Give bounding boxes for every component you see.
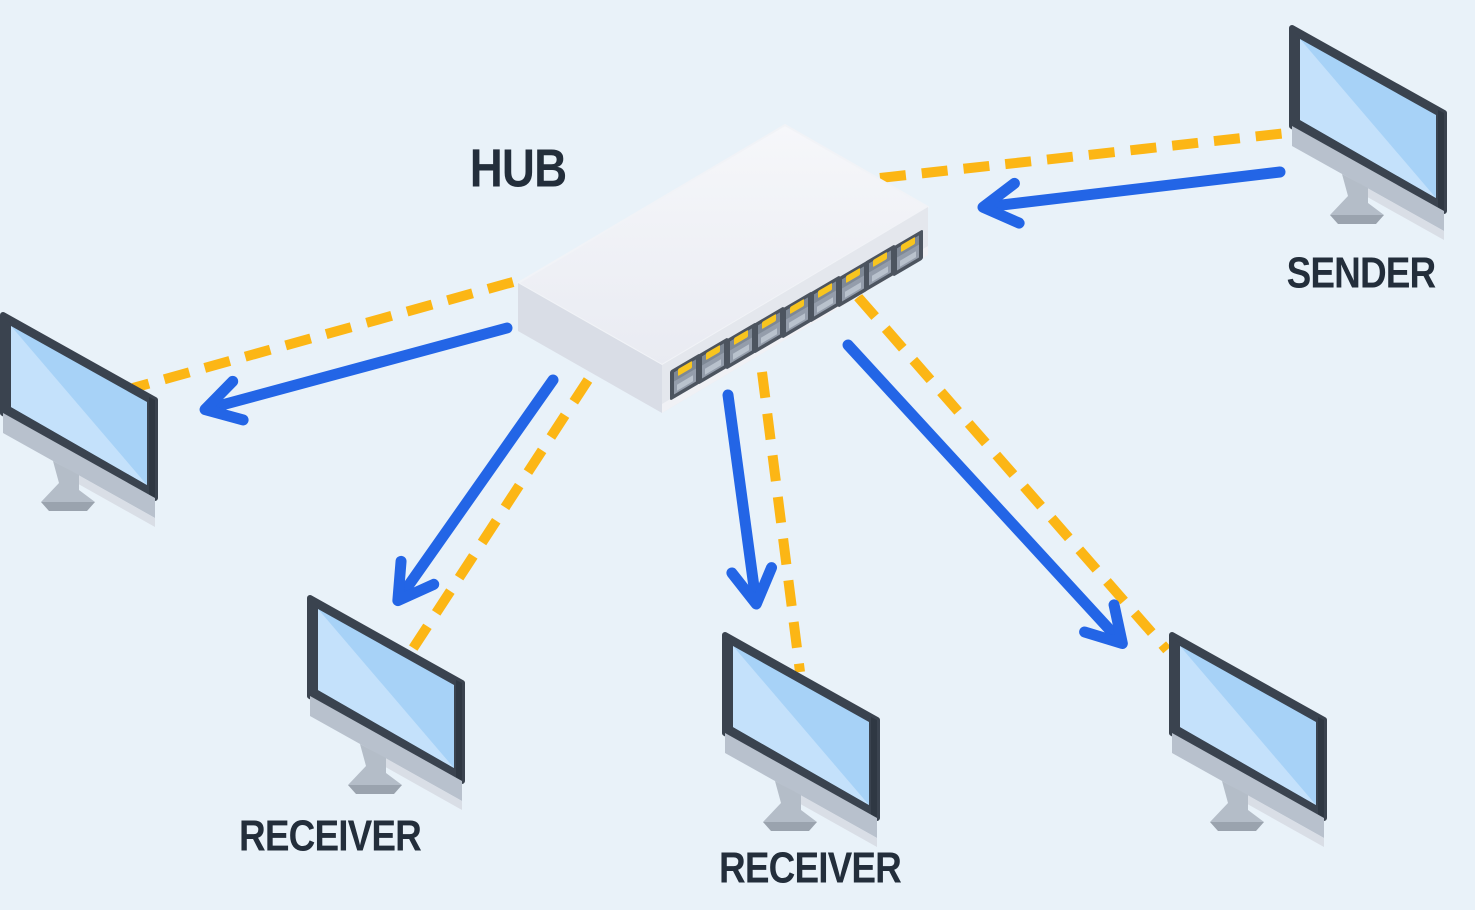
arrow-sender-to-hub: [977, 166, 1286, 229]
cables-dashed: [131, 128, 1288, 673]
monitor-receiver-bottom-left: [310, 598, 462, 810]
cable-hub-bottom-right: [854, 293, 1171, 654]
hub-device: [517, 124, 929, 413]
flow-arrows: [199, 166, 1286, 649]
sender-label: SENDER: [1286, 248, 1437, 297]
receiver-bottom-center-label: RECEIVER: [719, 843, 902, 892]
arrow-hub-to-bottom-right: [842, 339, 1128, 649]
arrow-hub-to-receiver-bottom-left: [392, 374, 559, 607]
hub-left-face: [518, 283, 662, 413]
receiver-bottom-left-label: RECEIVER: [239, 811, 422, 860]
hub-label: HUB: [469, 138, 567, 200]
monitor-bottom-right: [1172, 635, 1324, 847]
arrow-hub-to-left: [199, 322, 513, 426]
cable-hub-sender: [879, 128, 1288, 183]
cable-hub-receiver-bottom-left: [407, 377, 593, 653]
cable-hub-left: [131, 277, 515, 393]
cable-hub-receiver-bottom-center: [757, 371, 805, 673]
monitor-sender: [1292, 28, 1444, 240]
monitor-left: [3, 315, 155, 527]
arrow-hub-to-receiver-bottom-center: [722, 389, 778, 610]
